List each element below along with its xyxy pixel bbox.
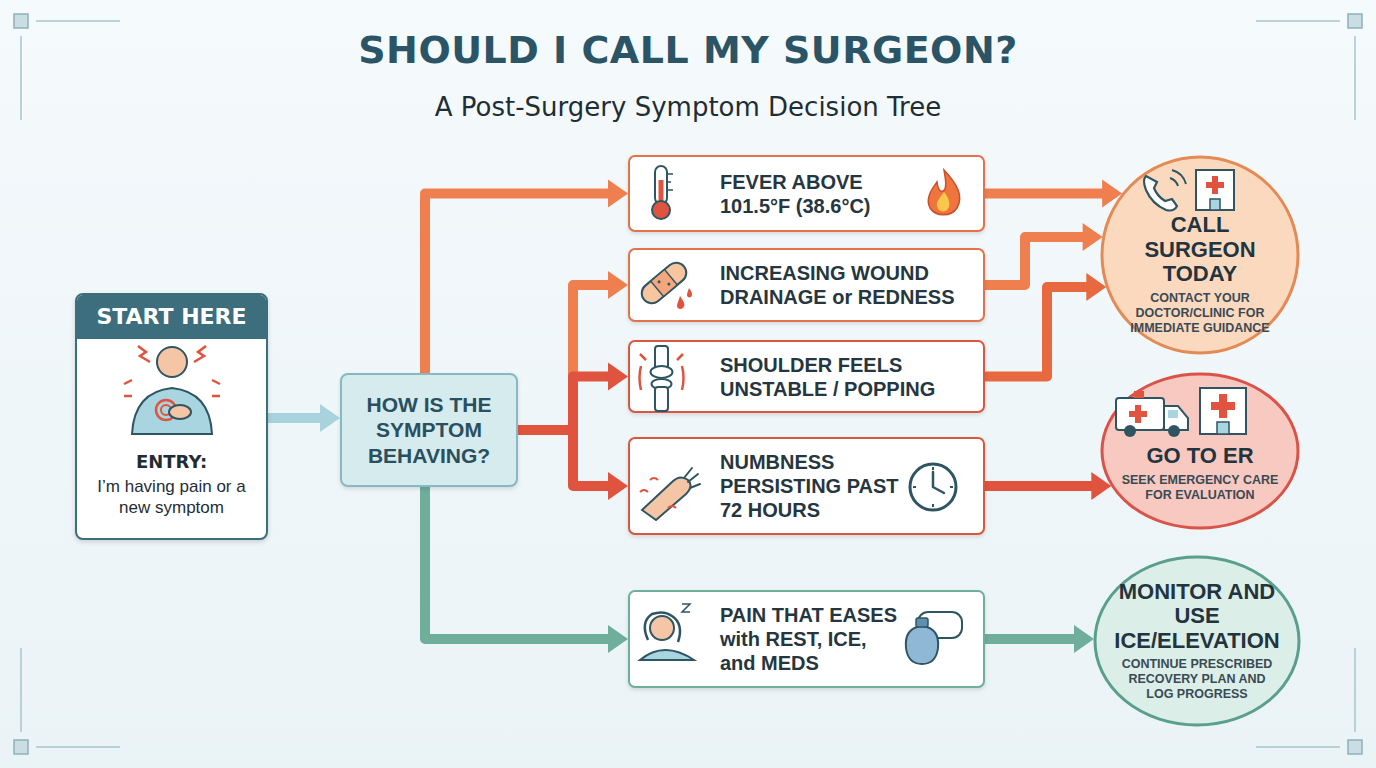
arrow-head bbox=[320, 404, 340, 432]
corner-ornament-part bbox=[1348, 14, 1362, 28]
corner-ornament-part bbox=[1348, 740, 1362, 754]
outcome-text: CONTACT YOUR DOCTOR/CLINIC FOR IMMEDIATE… bbox=[1100, 291, 1300, 336]
outcome-circle: GO TO ER SEEK EMERGENCY CARE FOR EVALUATI… bbox=[1100, 372, 1300, 530]
circle-shape bbox=[1102, 374, 1298, 528]
diagram-title: SHOULD I CALL MY SURGEON? bbox=[0, 28, 1376, 72]
entry-text: I’m having pain or a new symptom bbox=[77, 476, 266, 519]
symptom-box: SHOULDER FEELS UNSTABLE / POPPING bbox=[628, 340, 985, 413]
frame-line-part bbox=[1256, 21, 1355, 120]
decision-box: HOW IS THE SYMPTOM BEHAVING? bbox=[340, 373, 518, 487]
outcome-circle: MONITOR AND USE ICE/ELEVATIONCONTINUE PR… bbox=[1093, 555, 1301, 727]
frame-line-part bbox=[21, 648, 120, 747]
arrow-head bbox=[608, 363, 628, 391]
symptom-text: NUMBNESS PERSISTING PAST 72 HOURS bbox=[720, 450, 903, 522]
connector-line bbox=[425, 487, 612, 639]
arrow-head bbox=[608, 625, 628, 653]
connector-line bbox=[985, 481, 1095, 491]
corner-ornament-part bbox=[14, 740, 28, 754]
connector-line bbox=[268, 413, 324, 423]
arrow-head bbox=[608, 472, 628, 500]
decision-text: HOW IS THE SYMPTOM BEHAVING? bbox=[350, 392, 508, 468]
corner-ornament-part bbox=[14, 14, 28, 28]
symptom-text: PAIN THAT EASES with REST, ICE, and MEDS bbox=[720, 603, 905, 675]
frame-line-part bbox=[21, 21, 120, 120]
outcome-title: CALL SURGEON TODAY bbox=[1100, 213, 1300, 287]
connector-line bbox=[985, 634, 1078, 644]
connector-arrow bbox=[425, 487, 628, 653]
connector-arrow bbox=[518, 363, 628, 431]
outcome-title: MONITOR AND USE ICE/ELEVATION bbox=[1093, 580, 1301, 654]
start-heading: START HERE bbox=[77, 295, 266, 339]
connector-arrow bbox=[985, 472, 1111, 500]
connector-arrow bbox=[985, 180, 1122, 208]
connector-arrow bbox=[518, 271, 628, 430]
arrow-head bbox=[1074, 625, 1094, 653]
connector-line bbox=[985, 237, 1087, 285]
connector-arrow bbox=[985, 273, 1106, 377]
entry-label: ENTRY: bbox=[77, 451, 266, 472]
frame-line bbox=[21, 21, 1355, 747]
connector-line bbox=[518, 285, 612, 430]
corner-ornament bbox=[14, 14, 1362, 754]
outcome-title: GO TO ER bbox=[1130, 444, 1269, 469]
outcome-circle: CALL SURGEON TODAYCONTACT YOUR DOCTOR/CL… bbox=[1100, 155, 1300, 355]
connector-line bbox=[518, 377, 612, 431]
connector-line bbox=[985, 189, 1106, 199]
circle-text-area: MONITOR AND USE ICE/ELEVATIONCONTINUE PR… bbox=[1093, 555, 1301, 727]
symptom-box: PAIN THAT EASES with REST, ICE, and MEDS bbox=[628, 590, 985, 688]
start-box: START HERE ENTRY: I’m having pain or a new… bbox=[75, 293, 268, 540]
symptom-box: INCREASING WOUND DRAINAGE or REDNESS bbox=[628, 248, 985, 322]
symptom-box: FEVER ABOVE 101.5°F (38.6°C) bbox=[628, 155, 985, 232]
connector-arrow bbox=[268, 404, 340, 432]
circle-text-area: CALL SURGEON TODAYCONTACT YOUR DOCTOR/CL… bbox=[1100, 155, 1300, 355]
subtitle: A Post-Surgery Symptom Decision Tree bbox=[0, 92, 1376, 122]
connector-arrow bbox=[425, 180, 628, 374]
arrow-head bbox=[608, 180, 628, 208]
connector-line bbox=[518, 430, 612, 486]
connector-arrow bbox=[985, 223, 1103, 285]
connector-line bbox=[985, 287, 1090, 377]
arrow-head bbox=[1083, 223, 1103, 251]
connector-arrow bbox=[518, 430, 628, 500]
connector-arrow bbox=[985, 625, 1094, 653]
circle-text-area: GO TO ER SEEK EMERGENCY CARE FOR EVALUATI… bbox=[1100, 372, 1300, 530]
symptom-text: FEVER ABOVE 101.5°F (38.6°C) bbox=[720, 170, 913, 218]
arrow-head bbox=[608, 271, 628, 299]
symptom-box: NUMBNESS PERSISTING PAST 72 HOURS bbox=[628, 437, 985, 535]
outcome-text: SEEK EMERGENCY CARE FOR EVALUATION bbox=[1100, 473, 1300, 503]
outcome-text: CONTINUE PRESCRIBED RECOVERY PLAN AND LO… bbox=[1093, 657, 1301, 702]
symptom-text: INCREASING WOUND DRAINAGE or REDNESS bbox=[720, 261, 955, 309]
symptom-text: SHOULDER FEELS UNSTABLE / POPPING bbox=[720, 353, 955, 401]
